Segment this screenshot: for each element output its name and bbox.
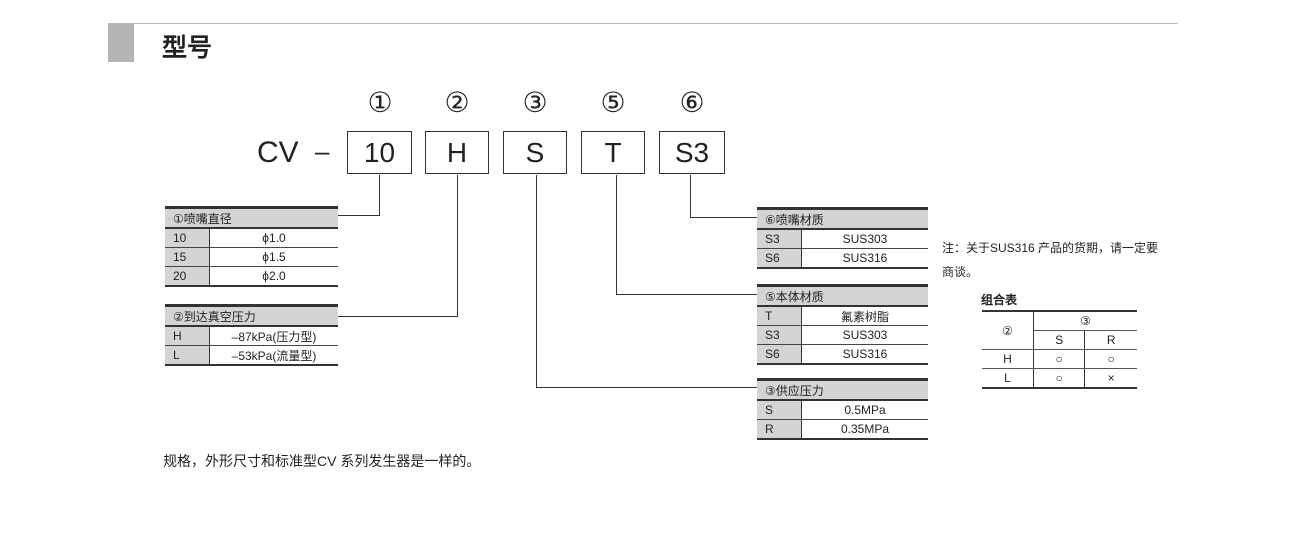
cell: ○ — [1033, 368, 1086, 389]
cell: ϕ1.0 — [209, 228, 338, 248]
code-box-nozzle-mat: S3 — [659, 131, 725, 174]
cell: ϕ1.5 — [209, 247, 338, 267]
cell: –87kPa(压力型) — [209, 326, 338, 346]
footer-text: 规格，外形尺寸和标准型CV 系列发生器是一样的。 — [163, 453, 481, 469]
code-box-supply: S — [503, 131, 567, 174]
section-marker — [108, 24, 134, 62]
cell: 20 — [165, 266, 210, 287]
code-number: ② — [444, 87, 470, 118]
combo-title: 组合表 — [981, 293, 1018, 307]
model-dash: – — [315, 136, 330, 166]
vacuum-pressure-table: ②到达真空压力 H–87kPa(压力型) L–53kPa(流量型) — [165, 304, 338, 366]
cell: R — [1084, 330, 1137, 350]
cell: 氟素树脂 — [801, 306, 928, 326]
table-header: ②到达真空压力 — [165, 304, 338, 327]
table-header: ③供应压力 — [757, 378, 928, 401]
connector — [690, 175, 691, 218]
cell: × — [1084, 368, 1137, 389]
code-box-vacuum: H — [425, 131, 489, 174]
cell: R — [757, 419, 802, 440]
code-box-body: T — [581, 131, 645, 174]
connector — [338, 215, 380, 216]
cell: S6 — [757, 344, 802, 365]
cell: SUS316 — [801, 248, 928, 269]
cell: ○ — [1033, 349, 1086, 369]
cell: 0.5MPa — [801, 400, 928, 420]
cell: 10 — [165, 228, 210, 248]
page-title: 型号 — [162, 34, 213, 62]
cell: S — [1033, 330, 1086, 350]
header-rule — [108, 23, 1178, 24]
cell: H — [165, 326, 210, 346]
table-header: ①喷嘴直径 — [165, 206, 338, 229]
connector — [690, 217, 757, 218]
code-number: ① — [367, 87, 393, 118]
code-number: ⑥ — [679, 87, 705, 118]
cell: L — [982, 368, 1034, 389]
connector — [536, 387, 757, 388]
cell: S6 — [757, 248, 802, 269]
cell: SUS303 — [801, 229, 928, 249]
cell: ③ — [1033, 310, 1137, 331]
table-header: ⑤本体材质 — [757, 284, 928, 307]
cell: L — [165, 345, 210, 366]
cell: 15 — [165, 247, 210, 267]
note-line: 商谈。 — [942, 265, 979, 279]
note-line: 注：关于SUS316 产品的货期，请一定要 — [942, 241, 1159, 255]
cell: ○ — [1084, 349, 1137, 369]
cell: 0.35MPa — [801, 419, 928, 440]
code-number: ③ — [522, 87, 548, 118]
connector — [616, 294, 757, 295]
connector — [379, 175, 380, 216]
cell: ϕ2.0 — [209, 266, 338, 287]
code-number: ⑤ — [600, 87, 626, 118]
table-header: ⑥喷嘴材质 — [757, 207, 928, 230]
cell: S3 — [757, 229, 802, 249]
cell: S3 — [757, 325, 802, 345]
cell: –53kPa(流量型) — [209, 345, 338, 366]
cell: ② — [982, 310, 1034, 350]
cell: S — [757, 400, 802, 420]
cell: H — [982, 349, 1034, 369]
connector — [338, 316, 458, 317]
cell: SUS316 — [801, 344, 928, 365]
code-box-nozzle: 10 — [347, 131, 412, 174]
cell: SUS303 — [801, 325, 928, 345]
connector — [616, 175, 617, 295]
note: 注：关于SUS316 产品的货期，请一定要 商谈。 — [942, 236, 1158, 284]
connector — [457, 175, 458, 317]
cell: T — [757, 306, 802, 326]
connector — [536, 175, 537, 388]
model-prefix: CV — [257, 136, 299, 169]
